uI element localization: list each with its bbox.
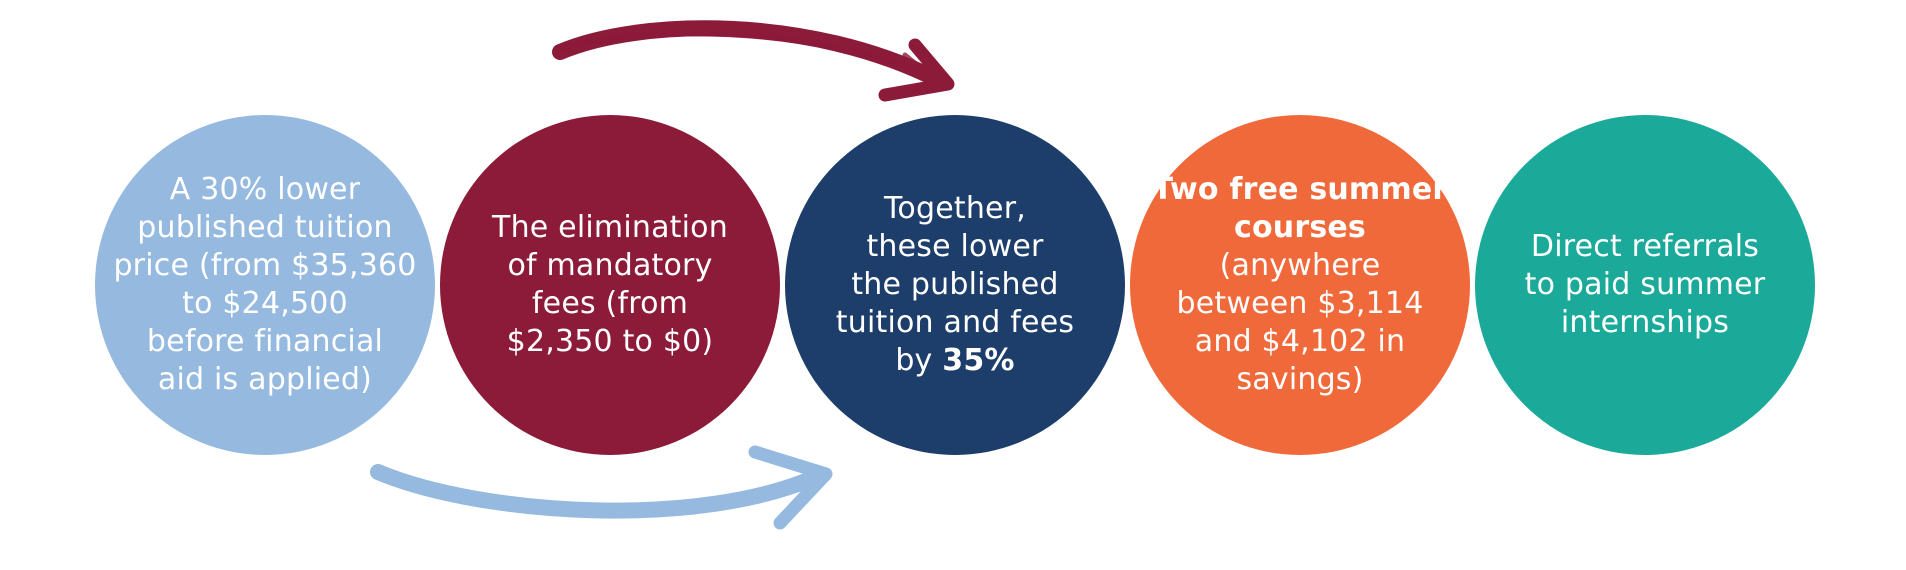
- text-line: these lower: [866, 229, 1044, 264]
- circle-fee-elimination: The elimination of mandatory fees (from …: [440, 115, 780, 455]
- top-arrow-icon: [552, 20, 955, 102]
- bold-text: Two free summer: [1152, 172, 1448, 207]
- text-line: $2,350 to $0): [506, 324, 714, 359]
- circle-combined-reduction-text: Together, these lower the published tuit…: [820, 190, 1090, 380]
- text-line: Two free summer: [1150, 171, 1450, 209]
- circle-combined-reduction: Together, these lower the published tuit…: [785, 115, 1125, 455]
- text-line: fees (from: [531, 286, 689, 321]
- text-line: to $24,500: [182, 286, 348, 321]
- text-line: between $3,114: [1176, 286, 1424, 321]
- text-line: A 30% lower: [169, 172, 361, 207]
- text-line: published tuition: [137, 210, 393, 245]
- circle-lower-tuition-text: A 30% lower published tuition price (fro…: [107, 171, 423, 399]
- text-line: before financial: [146, 324, 384, 359]
- text-line: to paid summer: [1524, 267, 1766, 302]
- circle-fee-elimination-text: The elimination of mandatory fees (from …: [475, 209, 745, 361]
- text-line: price (from $35,360: [113, 248, 417, 283]
- percent-highlight: 35%: [942, 343, 1015, 378]
- bottom-arrow-icon: [370, 445, 833, 530]
- text-prefix: by: [895, 343, 943, 378]
- text-line: Direct referrals: [1530, 229, 1760, 264]
- bold-text: courses: [1233, 210, 1366, 245]
- text-line: internships: [1560, 305, 1730, 340]
- text-line: aid is applied): [157, 362, 373, 397]
- circle-free-summer-courses: Two free summer courses (anywhere betwee…: [1130, 115, 1470, 455]
- text-line: by 35%: [820, 342, 1090, 380]
- text-line: tuition and fees: [835, 305, 1075, 340]
- circle-lower-tuition: A 30% lower published tuition price (fro…: [95, 115, 435, 455]
- text-line: savings): [1236, 362, 1364, 397]
- text-line: of mandatory: [507, 248, 713, 283]
- text-line: courses (anywhere: [1150, 209, 1450, 285]
- text-line: and $4,102 in: [1194, 324, 1406, 359]
- circle-free-summer-courses-text: Two free summer courses (anywhere betwee…: [1150, 171, 1450, 399]
- text-suffix: (anywhere: [1219, 248, 1381, 283]
- circle-paid-internships: Direct referrals to paid summer internsh…: [1475, 115, 1815, 455]
- text-line: Together,: [884, 191, 1026, 226]
- text-line: The elimination: [492, 210, 728, 245]
- circle-paid-internships-text: Direct referrals to paid summer internsh…: [1510, 228, 1780, 342]
- text-line: the published: [851, 267, 1059, 302]
